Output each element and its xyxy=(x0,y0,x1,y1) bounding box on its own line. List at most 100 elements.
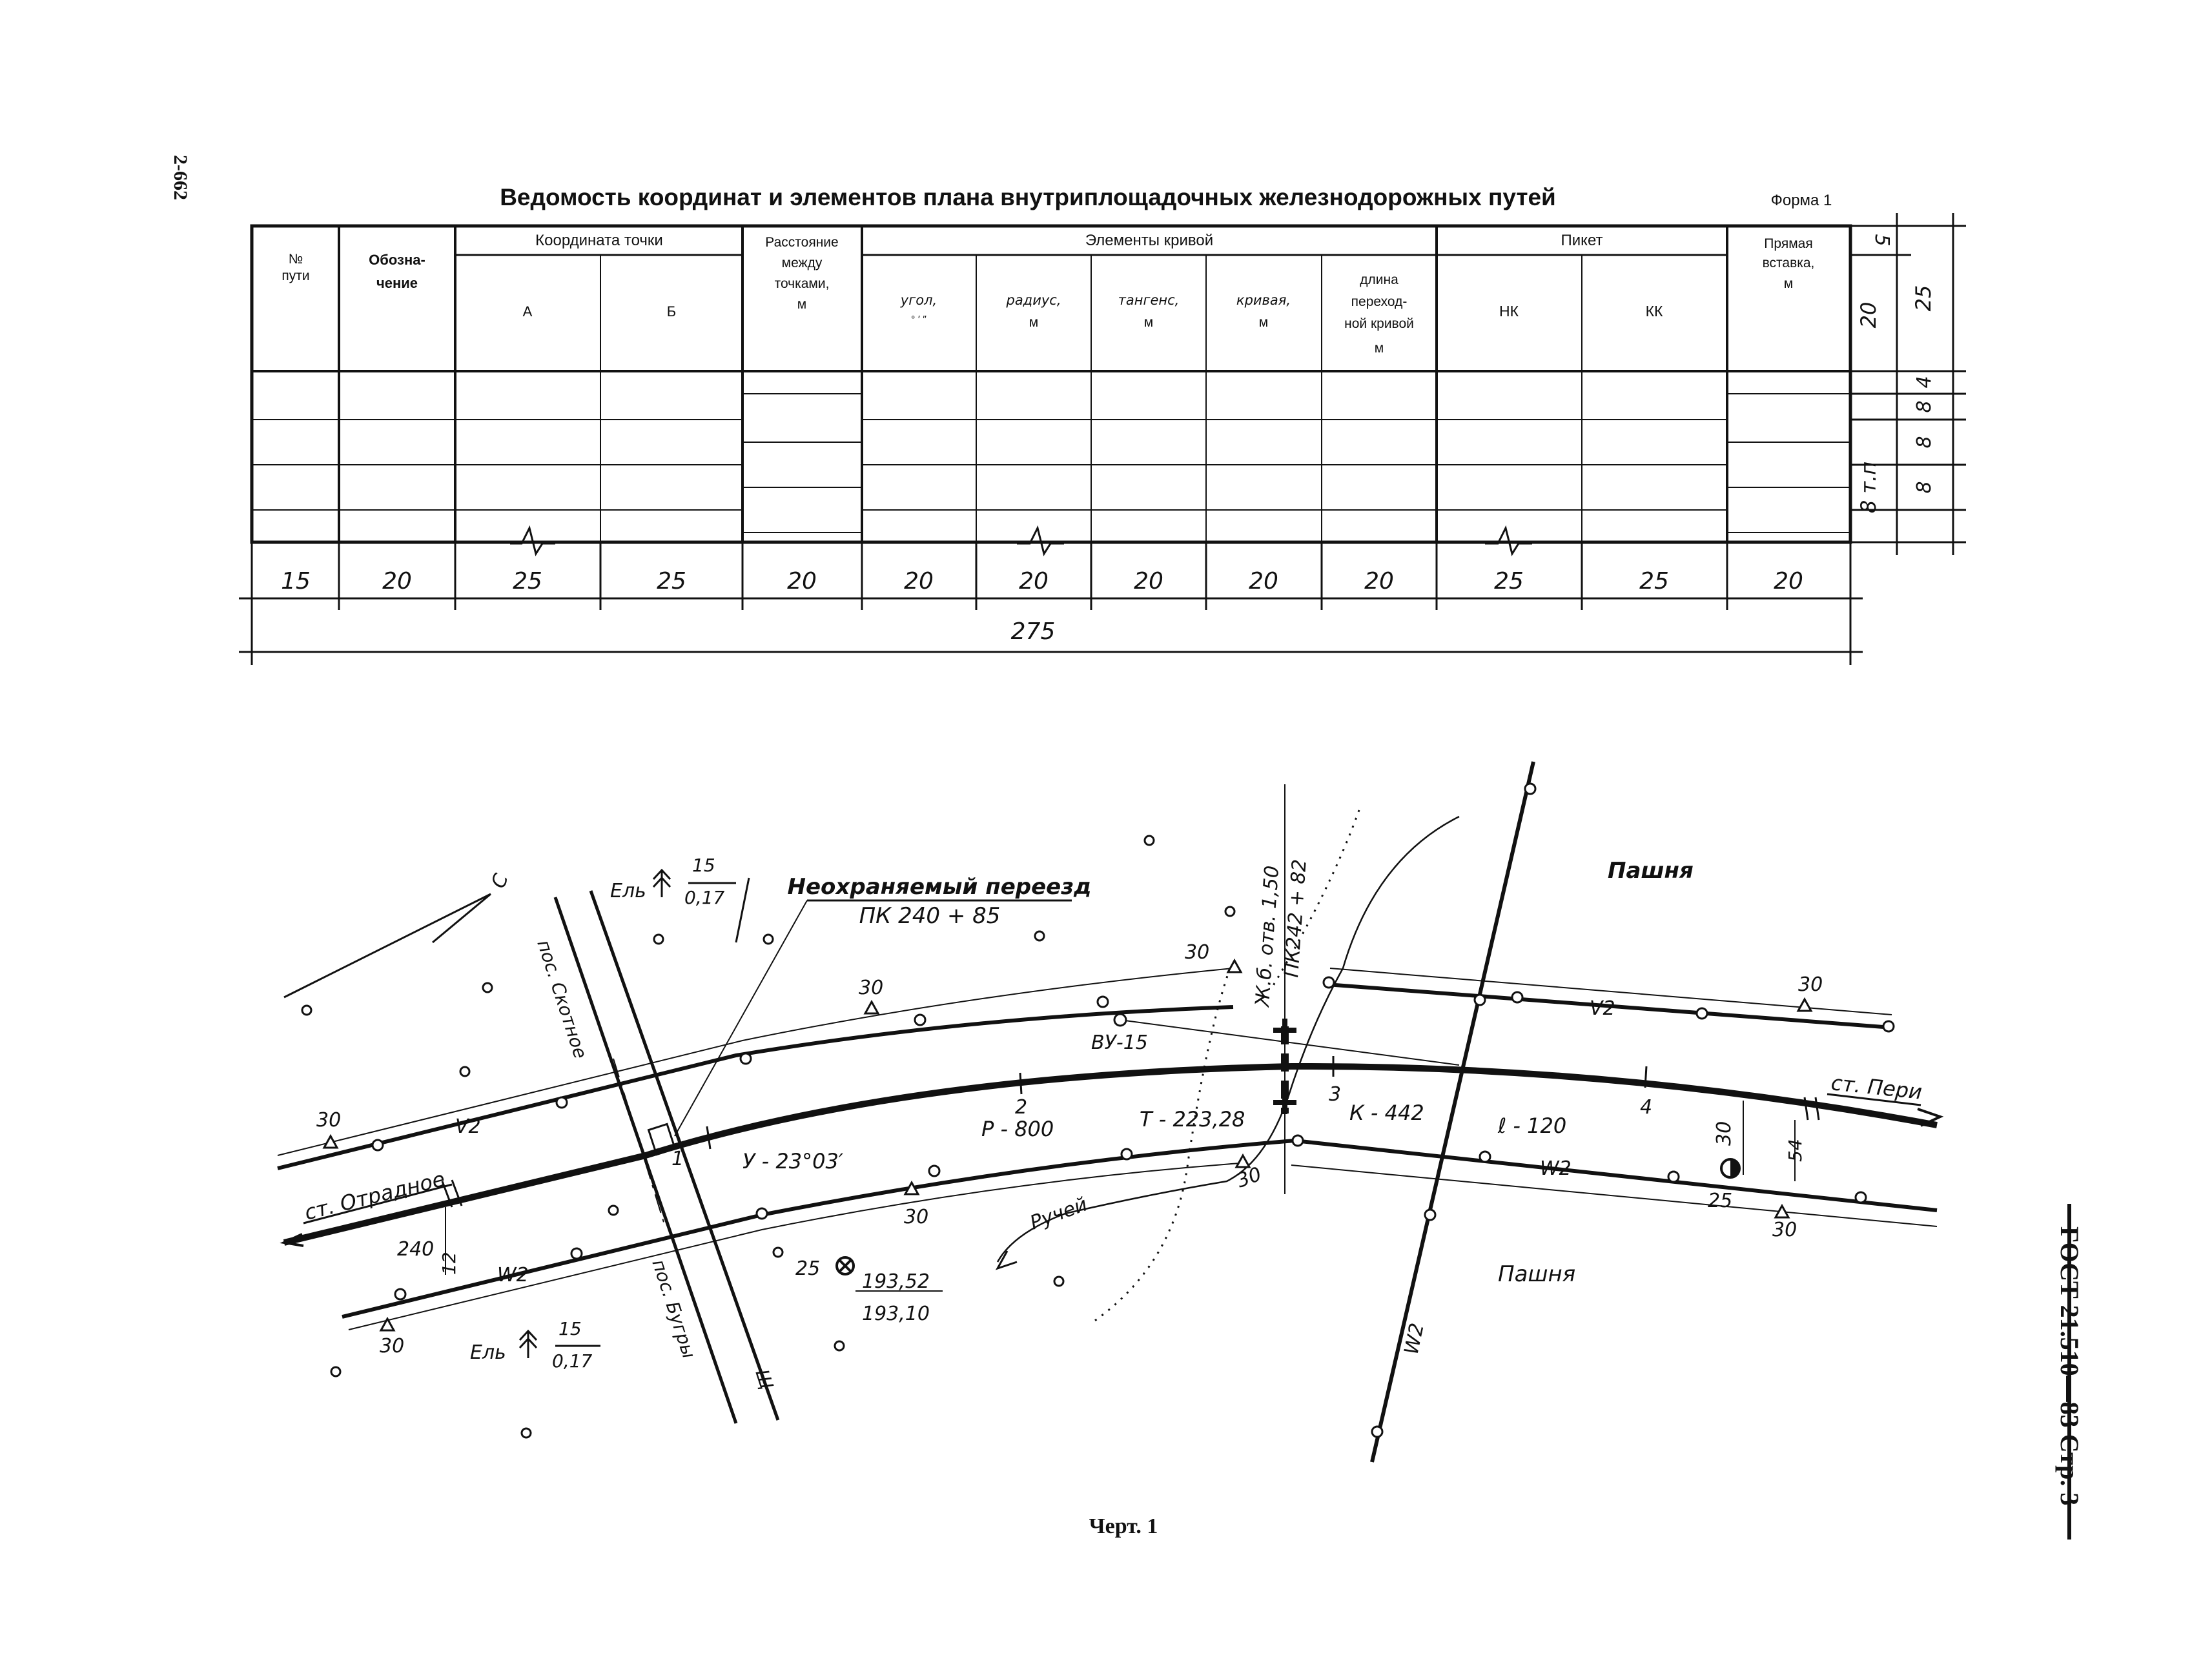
svg-text:240: 240 xyxy=(397,1238,434,1261)
tree-icon xyxy=(518,868,736,1358)
svg-text:8: 8 xyxy=(1913,481,1936,493)
svg-text:8 т.п: 8 т.п xyxy=(1856,462,1881,513)
svg-text:м: м xyxy=(1144,315,1153,330)
track-points xyxy=(301,782,1895,1439)
svg-text:3: 3 xyxy=(1329,1083,1341,1106)
svg-text:ст. Пери: ст. Пери xyxy=(1830,1070,1923,1104)
svg-text:1: 1 xyxy=(671,1148,684,1170)
svg-text:м: м xyxy=(1029,315,1038,330)
track-w2-left-outer xyxy=(348,1163,1240,1330)
svg-text:ной кривой: ной кривой xyxy=(1344,316,1414,331)
svg-text:Пикет: Пикет xyxy=(1561,232,1603,249)
svg-text:Пашня: Пашня xyxy=(1498,1261,1575,1287)
svg-text:Т - 223,28: Т - 223,28 xyxy=(1140,1107,1245,1132)
track-v2-right xyxy=(1326,982,1892,1030)
break-marks xyxy=(510,525,1532,556)
svg-text:15: 15 xyxy=(281,568,311,595)
svg-text:Р - 800: Р - 800 xyxy=(981,1117,1054,1141)
map-labels: С Ель 15 0,17 Ель 15 0,17 Неохраняемый п… xyxy=(302,855,1923,1392)
svg-text:25: 25 xyxy=(1708,1190,1732,1212)
svg-text:0,17: 0,17 xyxy=(684,887,725,908)
svg-text:30: 30 xyxy=(380,1335,404,1357)
svg-text:20: 20 xyxy=(1774,568,1803,595)
svg-text:НК: НК xyxy=(1499,303,1519,320)
svg-text:Расстояние: Расстояние xyxy=(765,235,838,250)
trig-marks xyxy=(322,958,1813,1332)
svg-text:№: № xyxy=(289,252,303,267)
svg-text:радиус,: радиус, xyxy=(1005,292,1061,308)
form-label: Форма 1 xyxy=(1771,192,1832,209)
side-page-number: 2-662 xyxy=(170,155,191,200)
svg-text:пос. Бугры: пос. Бугры xyxy=(648,1257,700,1361)
svg-text:30: 30 xyxy=(859,977,883,999)
svg-text:4: 4 xyxy=(1913,376,1936,388)
svg-text:W2: W2 xyxy=(1540,1157,1572,1180)
track-v2-right-outer xyxy=(1329,968,1892,1015)
svg-text:Прямая: Прямая xyxy=(1764,236,1812,251)
svg-text:20: 20 xyxy=(1364,568,1394,595)
height-dimensions xyxy=(1850,213,1966,555)
svg-text:точками,: точками, xyxy=(775,276,830,291)
crossing-title: Неохраняемый переезд xyxy=(788,874,1092,900)
svg-text:Ель: Ель xyxy=(470,1341,506,1364)
svg-text:У - 23°03′: У - 23°03′ xyxy=(742,1149,844,1174)
svg-text:V2: V2 xyxy=(455,1115,481,1138)
svg-text:30: 30 xyxy=(1798,973,1823,996)
svg-text:25: 25 xyxy=(1639,568,1669,595)
svg-text:Пашня: Пашня xyxy=(1608,858,1694,884)
form-title: Ведомость координат и элементов плана вн… xyxy=(500,184,1556,210)
svg-text:4: 4 xyxy=(1640,1096,1652,1119)
svg-text:20: 20 xyxy=(1019,568,1049,595)
crossing-pk: ПК 240 + 85 xyxy=(859,903,1001,929)
svg-text:8: 8 xyxy=(1913,436,1936,448)
benchmark xyxy=(835,1158,1741,1292)
svg-text:20: 20 xyxy=(787,568,817,595)
svg-text:30: 30 xyxy=(904,1206,928,1228)
svg-text:15: 15 xyxy=(558,1318,582,1339)
svg-text:W2: W2 xyxy=(497,1264,529,1286)
svg-text:между: между xyxy=(782,256,823,270)
svg-text:25: 25 xyxy=(1494,568,1524,595)
svg-text:25: 25 xyxy=(1911,285,1936,312)
svg-text:25: 25 xyxy=(513,568,542,595)
svg-text:Координата точки: Координата точки xyxy=(535,232,663,249)
track-v2-left xyxy=(277,1005,1234,1170)
svg-text:54: 54 xyxy=(1785,1139,1806,1162)
road-crossing xyxy=(553,897,738,1424)
track-w2-left xyxy=(342,1139,1295,1319)
svg-text:К - 442: К - 442 xyxy=(1349,1101,1424,1125)
svg-text:20: 20 xyxy=(904,568,934,595)
svg-text:25: 25 xyxy=(657,568,686,595)
svg-text:Ель: Ель xyxy=(610,880,646,902)
svg-text:Щ: Щ xyxy=(751,1367,777,1392)
svg-text:длина: длина xyxy=(1360,272,1398,287)
svg-text:кривая,: кривая, xyxy=(1236,292,1291,308)
main-track xyxy=(283,1062,1938,1246)
svg-text:ℓ - 120: ℓ - 120 xyxy=(1497,1113,1566,1138)
svg-text:Элементы кривой: Элементы кривой xyxy=(1085,232,1213,249)
plan-drawing xyxy=(277,761,1944,1463)
bridge-crosses xyxy=(1273,1019,1296,1114)
svg-text:вставка,: вставка, xyxy=(1763,256,1815,270)
svg-text:КК: КК xyxy=(1646,303,1663,320)
svg-text:А: А xyxy=(523,303,533,320)
figure-caption: Черт. 1 xyxy=(1089,1514,1158,1538)
svg-text:30: 30 xyxy=(1185,941,1209,964)
svg-text:2: 2 xyxy=(1015,1096,1027,1119)
svg-text:193,10: 193,10 xyxy=(862,1303,930,1325)
track-w2-right-outer xyxy=(1291,1164,1938,1227)
creek xyxy=(996,815,1460,1263)
svg-text:193,52: 193,52 xyxy=(862,1270,930,1293)
svg-text:Ж.б. отв. 1,50: Ж.б. отв. 1,50 xyxy=(1251,865,1284,1009)
line-w2-diagonal xyxy=(1370,761,1535,1463)
svg-text:пос. Скотное: пос. Скотное xyxy=(533,937,591,1061)
svg-text:20: 20 xyxy=(1134,568,1163,595)
column-width-labels: 15 20 25 25 20 20 20 20 20 20 25 25 20 2… xyxy=(281,568,1803,645)
svg-text:8: 8 xyxy=(1913,400,1936,412)
svg-text:275: 275 xyxy=(1011,618,1056,645)
form-table xyxy=(250,224,1852,544)
svg-text:м: м xyxy=(1259,315,1268,330)
svg-text:25: 25 xyxy=(795,1257,820,1280)
track-v2-left-outer xyxy=(277,968,1234,1156)
